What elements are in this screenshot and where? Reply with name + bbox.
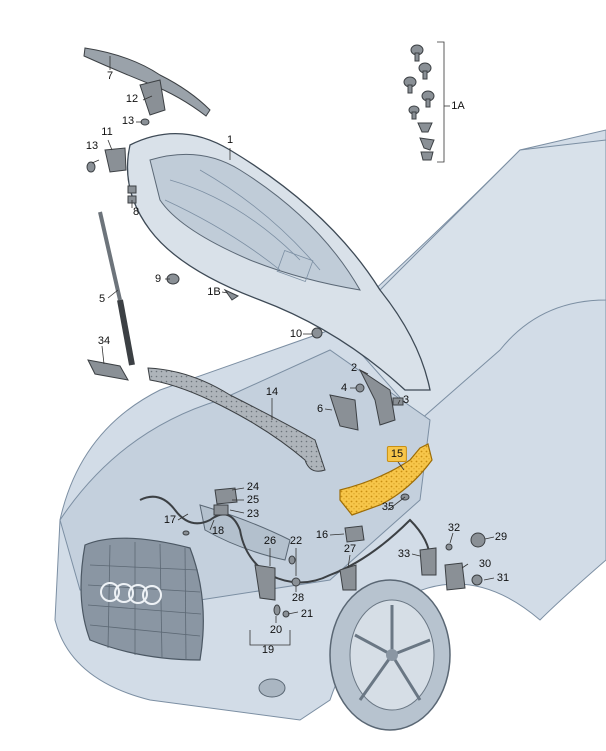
callout-29: 29	[494, 531, 508, 543]
callout-32: 32	[447, 522, 461, 534]
callout-27: 27	[343, 543, 357, 555]
callout-1b: 1B	[207, 286, 221, 298]
callout-14: 14	[265, 386, 279, 398]
leader-lines	[91, 41, 495, 646]
grille	[80, 537, 204, 661]
callout-35: 35	[381, 501, 395, 513]
callout-23: 23	[246, 508, 260, 520]
headlight	[199, 504, 291, 561]
seal-strip-14	[147, 367, 326, 472]
gas-strut	[98, 211, 135, 366]
callout-21: 21	[300, 608, 314, 620]
callout-20: 20	[269, 624, 283, 636]
fog-light	[258, 678, 286, 698]
callout-6: 6	[316, 403, 324, 415]
callout-12: 12	[125, 93, 139, 105]
callout-16: 16	[315, 529, 329, 541]
wheel	[329, 579, 451, 731]
callout-8: 8	[132, 206, 140, 218]
callout-13-b: 13	[85, 140, 99, 152]
callout-17: 17	[163, 514, 177, 526]
callout-3: 3	[402, 394, 410, 406]
callout-1: 1	[226, 134, 234, 146]
callout-24: 24	[246, 481, 260, 493]
small-parts	[86, 79, 486, 618]
callout-28: 28	[291, 592, 305, 604]
callout-19: 19	[261, 644, 275, 656]
callout-34: 34	[97, 335, 111, 347]
callout-15-highlighted: 15	[386, 446, 408, 462]
callout-13-a: 13	[121, 115, 135, 127]
callout-2: 2	[350, 362, 358, 374]
callout-26: 26	[263, 535, 277, 547]
release-cable	[139, 495, 431, 584]
fastener-set-1a	[403, 44, 435, 161]
callout-5: 5	[98, 293, 106, 305]
callout-22: 22	[289, 535, 303, 547]
audi-rings-icon	[100, 582, 162, 605]
part-15-highlighted	[339, 443, 433, 516]
callout-9: 9	[154, 273, 162, 285]
callout-33: 33	[397, 548, 411, 560]
callout-30: 30	[478, 558, 492, 570]
callout-31: 31	[496, 572, 510, 584]
callout-7: 7	[106, 70, 114, 82]
bonnet	[126, 132, 431, 391]
callout-11: 11	[101, 126, 113, 138]
callout-4: 4	[340, 382, 348, 394]
callout-1a: 1A	[451, 100, 465, 112]
callout-18: 18	[211, 525, 225, 537]
hood-seal-upper	[83, 47, 211, 117]
callout-10: 10	[289, 328, 303, 340]
callout-25: 25	[246, 494, 260, 506]
